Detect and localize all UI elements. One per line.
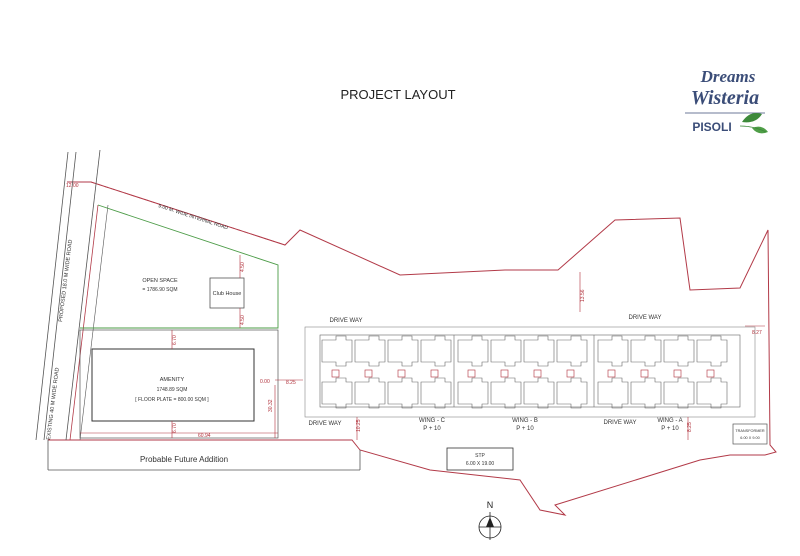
flat-unit (696, 335, 728, 367)
flat-units (321, 335, 728, 409)
road-label-proposed: PROPOSED 18.0 M WIDE ROAD (58, 239, 74, 322)
lift-core (331, 369, 340, 378)
transformer-label: TRANSFORMER (735, 429, 765, 433)
drive-way-label: DRIVE WAY (603, 420, 636, 426)
open-space: OPEN SPACE = 1786.90 SQM (142, 278, 178, 293)
amenity-area: 1748.89 SQM (157, 387, 188, 393)
flat-unit (663, 335, 695, 367)
flat-unit (597, 335, 629, 367)
flat-unit (387, 335, 419, 367)
drive-way-label: DRIVE WAY (329, 318, 362, 324)
stp: STP 6.00 X 19.00 (446, 447, 514, 471)
flat-unit (597, 377, 629, 409)
north-arrow-icon: N (478, 500, 502, 540)
flat-unit (630, 377, 662, 409)
wing-labels: WING - C P + 10 WING - B P + 10 WING - A… (419, 418, 683, 432)
dimension-value: 30.32 (268, 399, 274, 412)
dimension-value: 10.25 (356, 419, 362, 432)
amenity-floor-plate: [ FLOOR PLATE = 800.00 SQM ] (135, 397, 209, 403)
flat-unit (321, 377, 353, 409)
flat-unit (387, 377, 419, 409)
dimension-value: 6.70 (172, 335, 178, 345)
building-block (304, 326, 756, 418)
lift-core (640, 369, 649, 378)
transformer-size: 6.00 X 9.00 (740, 436, 759, 440)
flat-unit (490, 377, 522, 409)
flat-unit (321, 335, 353, 367)
flat-unit (457, 335, 489, 367)
future-addition: Probable Future Addition (47, 440, 361, 471)
dimension-value: 13.56 (580, 289, 586, 302)
lift-core (430, 369, 439, 378)
stp-size: 6.00 X 19.00 (466, 461, 495, 467)
north-label: N (487, 500, 494, 510)
wing-name: WING - A (657, 418, 682, 424)
dimension-value: 8.27 (752, 330, 762, 336)
wing-floors: P + 10 (661, 426, 679, 432)
flat-unit (354, 335, 386, 367)
lift-core (607, 369, 616, 378)
flat-unit (630, 335, 662, 367)
brand-logo: Dreams Wisteria PISOLI (685, 67, 768, 134)
lift-core (467, 369, 476, 378)
leaf-icon (739, 113, 768, 134)
lift-core (533, 369, 542, 378)
club-house: Club House (209, 277, 245, 309)
flat-unit (420, 335, 452, 367)
open-space-area: = 1786.90 SQM (142, 287, 177, 293)
dimension-value: 8.25 (286, 380, 296, 386)
lift-core (397, 369, 406, 378)
logo-line1: Dreams (700, 67, 756, 86)
amenity: AMENITY 1748.89 SQM [ FLOOR PLATE = 800.… (79, 329, 279, 439)
flat-unit (354, 377, 386, 409)
wing-name: WING - B (512, 418, 538, 424)
dimension-value: 6.70 (172, 423, 178, 433)
lift-core (500, 369, 509, 378)
dimension-value: 4.50 (240, 315, 246, 325)
wing-floors: P + 10 (423, 426, 441, 432)
internal-road: 9.00 M. WIDE INTERNAL ROAD (80, 203, 279, 329)
flat-unit (556, 335, 588, 367)
wing-name: WING - C (419, 418, 446, 424)
drive-way-label: DRIVE WAY (628, 315, 661, 321)
page-title: PROJECT LAYOUT (340, 87, 455, 102)
dimension-value: 0.00 (260, 379, 270, 385)
dimension-value: 8.25 (687, 422, 693, 432)
logo-line2: Wisteria (691, 87, 759, 109)
club-house-label: Club House (213, 291, 242, 297)
flat-unit (663, 377, 695, 409)
stp-label: STP (475, 453, 485, 459)
future-addition-label: Probable Future Addition (140, 455, 228, 464)
flat-unit (490, 335, 522, 367)
dimension-value: 60.94 (198, 433, 211, 439)
road-width-dimension: 12.00 (66, 183, 79, 189)
flat-unit (556, 377, 588, 409)
dimension-lines (80, 255, 765, 440)
site-boundary (48, 181, 777, 516)
open-space-label: OPEN SPACE (142, 278, 178, 284)
flat-unit (523, 377, 555, 409)
transformer: TRANSFORMER 6.00 X 9.00 (732, 423, 768, 445)
wing-floors: P + 10 (516, 426, 534, 432)
flat-unit (420, 377, 452, 409)
internal-road-label: 9.00 M. WIDE INTERNAL ROAD (157, 203, 229, 231)
drive-way-label: DRIVE WAY (308, 421, 341, 427)
flat-unit (696, 377, 728, 409)
roads: EXISTING 40 M WIDE ROAD PROPOSED 18.0 M … (35, 149, 109, 440)
dimension-values: 13.56 8.27 8.25 6.70 6.70 0.00 30.32 60.… (172, 262, 762, 439)
flat-unit (457, 377, 489, 409)
lift-core (706, 369, 715, 378)
amenity-label: AMENITY (160, 377, 185, 383)
drive-ways: DRIVE WAY DRIVE WAY DRIVE WAY DRIVE WAY (308, 315, 661, 427)
lift-core (673, 369, 682, 378)
dimension-value: 4.50 (240, 262, 246, 272)
lift-core (364, 369, 373, 378)
lift-core (566, 369, 575, 378)
logo-line3: PISOLI (692, 120, 731, 134)
flat-unit (523, 335, 555, 367)
